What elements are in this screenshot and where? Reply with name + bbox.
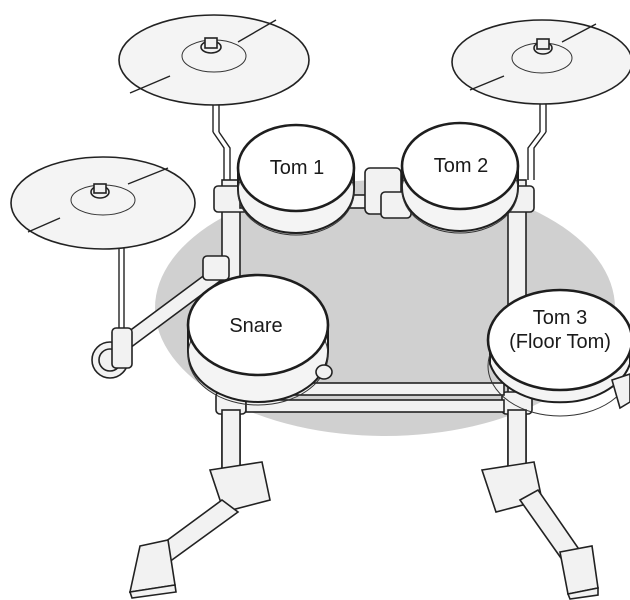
cymbal-arm-left [91, 255, 230, 379]
tom-2-pad[interactable] [400, 121, 520, 234]
tom-2-label: Tom 2 [433, 155, 489, 177]
snare-label: Snare [229, 315, 283, 337]
cymbal-left [10, 156, 196, 340]
floor-tom-label: (Floor Tom) [509, 331, 611, 353]
tom-1-pad[interactable] [236, 123, 356, 236]
cymbal-top-right [451, 19, 630, 180]
tom-3-floor-tom-pad[interactable] [486, 288, 630, 417]
snare-pad[interactable] [186, 273, 333, 406]
tom-3-label: Tom 3 [532, 307, 588, 329]
tom-1-label: Tom 1 [269, 157, 325, 179]
leg-left [128, 409, 271, 599]
cymbal-top-left [118, 14, 310, 182]
leg-right [480, 409, 599, 600]
